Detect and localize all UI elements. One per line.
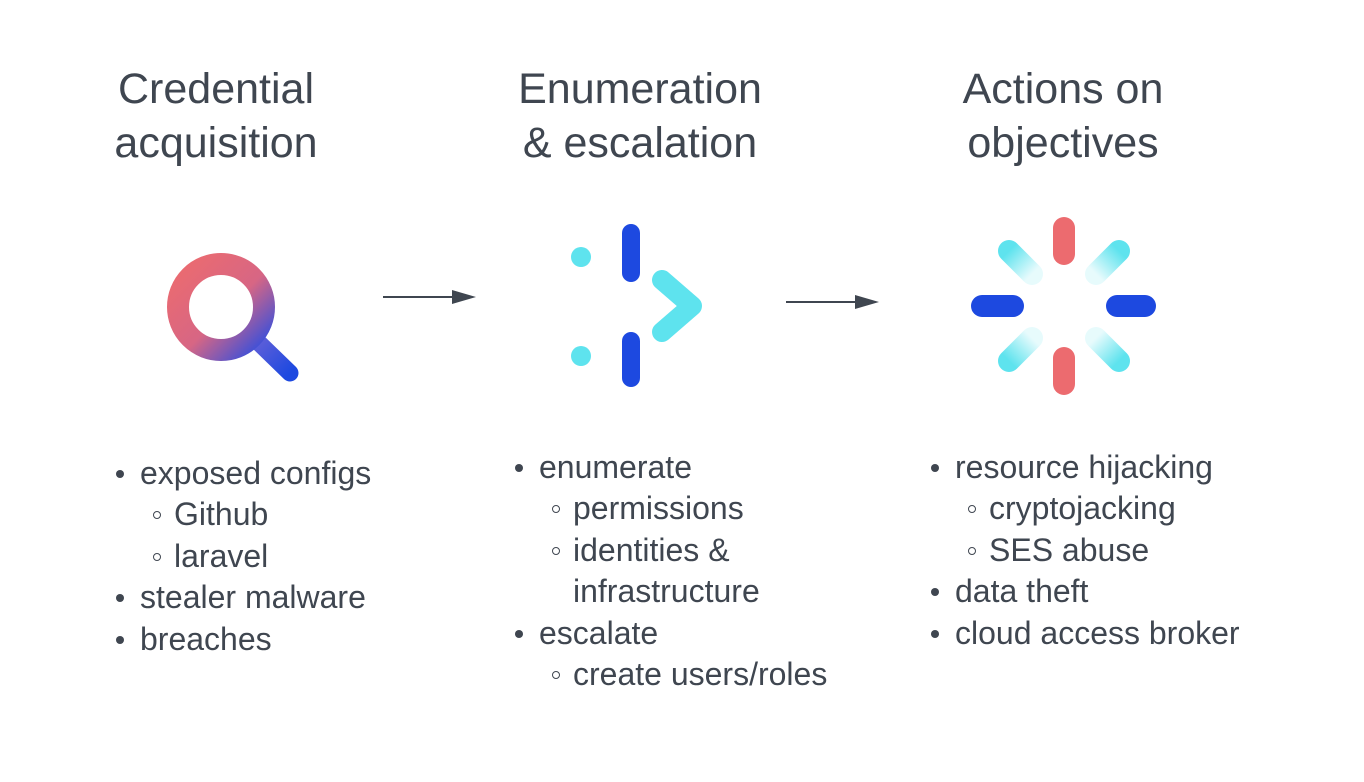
list-item: enumerate permissions identities & infra… (513, 447, 827, 613)
column-title-actions-on-objectives: Actions on objectives (962, 65, 1164, 167)
burst-icon (971, 217, 1156, 395)
list-item: cryptojacking (955, 488, 1240, 529)
column-title-credential-acquisition: Credential acquisition (114, 65, 318, 167)
list-item: breaches (114, 619, 371, 660)
list-item: exposed configs Github laravel (114, 453, 371, 577)
list-item: identities & infrastructure (539, 530, 827, 613)
list-item: permissions (539, 488, 827, 529)
list-item: stealer malware (114, 577, 371, 618)
list-item: SES abuse (955, 530, 1240, 571)
list-item: Github (140, 494, 371, 535)
list-item: create users/roles (539, 654, 827, 695)
bullet-list-credential-acquisition: exposed configs Github laravel stealer m… (114, 453, 371, 660)
magnifier-icon (167, 253, 299, 382)
bullet-list-actions-on-objectives: resource hijacking cryptojacking SES abu… (929, 447, 1240, 654)
list-item: cloud access broker (929, 613, 1240, 654)
flow-arrow-1 (383, 290, 476, 304)
escalation-arrow-icon (564, 224, 702, 387)
list-item: laravel (140, 536, 371, 577)
list-item: escalate create users/roles (513, 613, 827, 696)
column-title-enumeration-escalation: Enumeration & escalation (518, 65, 762, 167)
list-item: resource hijacking cryptojacking SES abu… (929, 447, 1240, 571)
bullet-list-enumeration-escalation: enumerate permissions identities & infra… (513, 447, 827, 695)
flow-arrow-2 (786, 295, 879, 309)
list-item: data theft (929, 571, 1240, 612)
